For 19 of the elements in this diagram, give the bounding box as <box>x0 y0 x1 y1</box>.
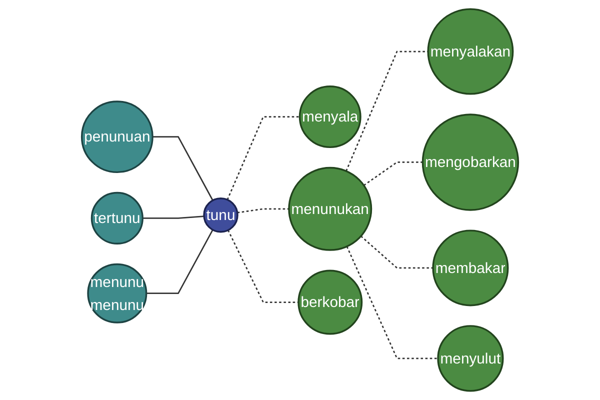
node-circle: menyulut <box>437 325 504 392</box>
node-circle: membakar <box>432 230 509 306</box>
node-circle: berkobar <box>298 270 363 335</box>
connector <box>360 236 434 269</box>
connector <box>146 230 214 294</box>
node-circle: menyalakan <box>427 8 514 95</box>
node-circle: penunuan <box>80 100 154 174</box>
node-circle: menunu menunu <box>87 263 148 324</box>
node-circle: mengobarkan <box>422 114 520 211</box>
node-circle: menyala <box>298 86 362 148</box>
connector <box>237 208 289 214</box>
node-circle: tertunu <box>90 192 144 244</box>
connector <box>152 136 214 201</box>
node-circle: menunukan <box>288 166 372 251</box>
connector <box>142 216 204 219</box>
connector <box>226 116 300 200</box>
connector <box>346 246 438 360</box>
connector <box>363 162 423 186</box>
node-circle: tunu <box>203 197 238 233</box>
